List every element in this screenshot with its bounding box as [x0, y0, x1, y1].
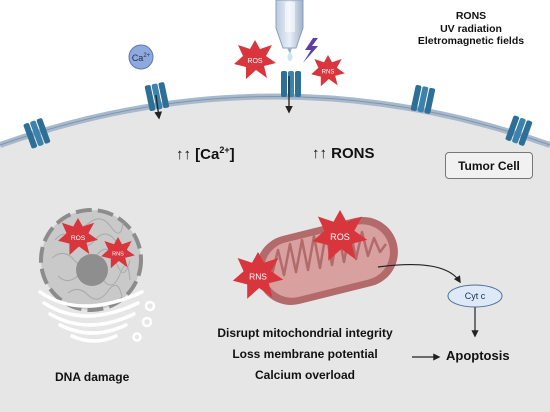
ros-burst-label: ROS	[247, 58, 263, 65]
calcium-bracket-open: [Ca	[195, 146, 220, 163]
rons-text: RONS	[331, 145, 375, 162]
cytc-release-arrow	[377, 263, 461, 284]
plasma-jet-icon	[275, 0, 304, 61]
up-arrows-icon: ↑↑	[312, 145, 327, 162]
effect-label: Disrupt mitochondrial integrity	[217, 326, 393, 340]
rns-burst-icon: RNS	[232, 252, 284, 299]
ros-burst-label: ROS	[71, 235, 86, 242]
ion-channel	[23, 118, 51, 149]
calcium-ion-icon	[128, 44, 154, 70]
rns-burst-icon: RNS	[101, 237, 135, 269]
cytochrome-c-icon	[447, 284, 503, 308]
tumor-cell-label: Tumor Cell	[445, 152, 533, 179]
rons-increase-label: ↑↑ RONS	[312, 145, 375, 162]
rns-burst-label: RNS	[112, 251, 124, 257]
ros-burst-icon: ROS	[58, 218, 98, 256]
effect-label: Calcium overload	[254, 368, 356, 382]
up-arrows-icon: ↑↑	[176, 146, 191, 163]
calcium-influx-arrow	[154, 94, 163, 120]
rns-burst-label: RNS	[249, 272, 267, 282]
mitochondrial-effects-list: Disrupt mitochondrial integrity Loss mem…	[200, 323, 410, 386]
stimulus-label: UV radiation	[440, 22, 502, 35]
rns-burst-icon: RNS	[311, 55, 345, 87]
endoplasmic-reticulum-icon	[38, 290, 144, 343]
lightning-icon	[303, 38, 318, 63]
calcium-charge: 2+	[219, 145, 230, 155]
calcium-bracket-close: ]	[229, 146, 235, 163]
ros-burst-icon: ROS	[234, 40, 276, 79]
calcium-ion-label: Ca2+	[132, 53, 151, 63]
ion-channel	[505, 115, 533, 146]
dna-damage-label: DNA damage	[55, 370, 130, 384]
rns-burst-label: RNS	[322, 69, 335, 75]
effect-label: Loss membrane potential	[232, 347, 378, 361]
ion-channel	[281, 71, 301, 97]
ion-channel	[410, 84, 436, 114]
apoptosis-label: Apoptosis	[446, 348, 510, 363]
ion-channel	[144, 82, 170, 112]
cytochrome-c-label: Cyt c	[465, 291, 486, 301]
stimulus-label: Eletromagnetic fields	[417, 35, 525, 47]
calcium-increase-label: ↑↑ [Ca2+]	[176, 145, 235, 163]
ros-burst-label: ROS	[330, 232, 350, 242]
vesicle-icon	[132, 300, 156, 342]
stimuli-list: RONS UV radiation Eletromagnetic fields	[406, 10, 536, 48]
stimulus-label: RONS	[455, 10, 487, 22]
ros-burst-icon: ROS	[312, 210, 368, 261]
cell-membrane-inner-line	[0, 96, 550, 146]
